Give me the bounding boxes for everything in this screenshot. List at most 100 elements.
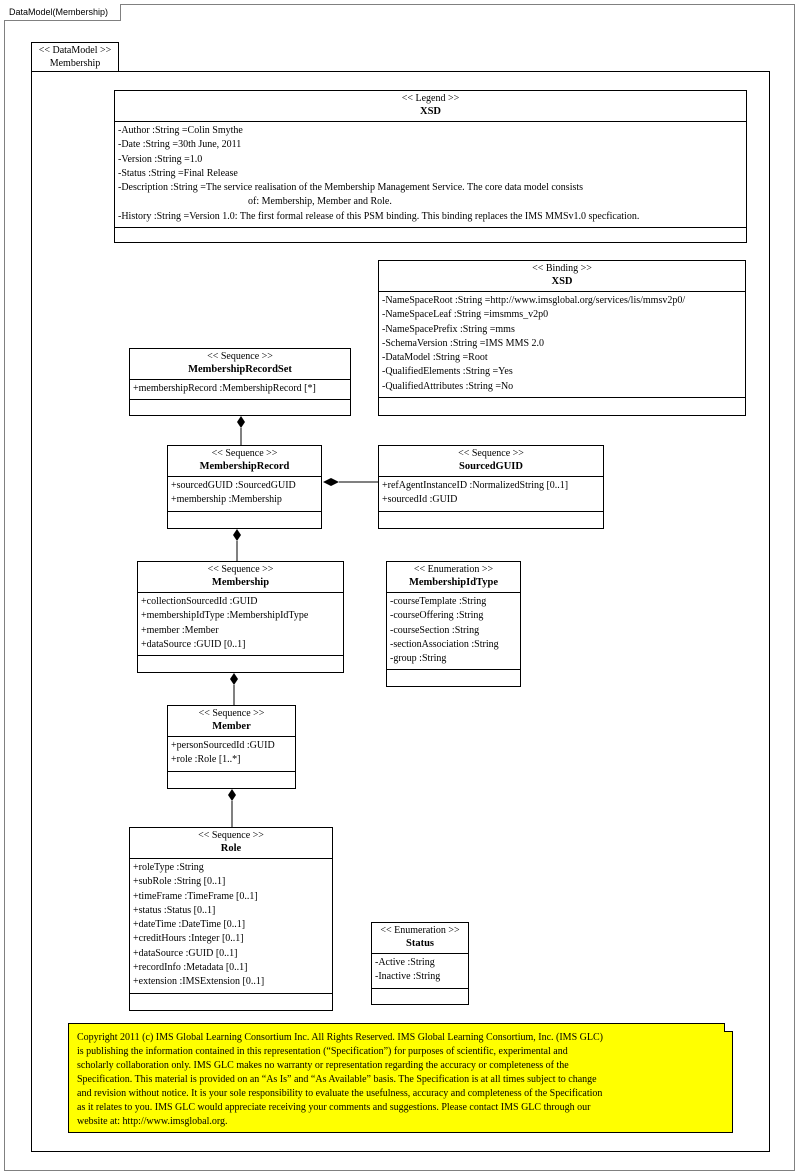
class-header: << Sequence >> Member: [168, 706, 295, 737]
diagram-frame: [4, 4, 795, 1171]
composition-diamond-record-guid: [323, 478, 339, 486]
class-header: << Sequence >> MembershipRecordSet: [130, 349, 350, 380]
note-line: and revision without notice. It is your …: [77, 1088, 603, 1099]
attribute: of: Membership, Member and Role.: [248, 196, 392, 208]
attribute: -Active :String: [375, 957, 435, 968]
class-attributes: +sourcedGUID :SourcedGUID +membership :M…: [168, 477, 321, 512]
class-name: MembershipRecordSet: [188, 364, 292, 375]
attribute: +role :Role [1..*]: [171, 754, 241, 766]
class-header: << Sequence >> Role: [130, 828, 332, 859]
composition-diamond-member: [228, 789, 236, 801]
attribute: -SchemaVersion :String =IMS MMS 2.0: [382, 337, 545, 349]
class-attributes: +membershipRecord :MembershipRecord [*]: [130, 380, 350, 401]
attribute: -Version :String =1.0: [118, 153, 203, 165]
attribute: -courseSection :String: [390, 624, 480, 636]
class-name: Member: [212, 721, 251, 732]
attribute: +sourcedGUID :SourcedGUID: [171, 480, 296, 491]
note-line: Copyright 2011 (c) IMS Global Learning C…: [77, 1032, 603, 1043]
class-attributes: -Active :String -Inactive :String: [372, 954, 468, 989]
composition-diamond-membership: [230, 673, 238, 685]
class-stereotype: << Sequence >>: [207, 351, 273, 362]
package-stereotype: << DataModel >>: [38, 45, 112, 56]
attribute: +subRole :String [0..1]: [133, 876, 226, 888]
class-operations: [168, 772, 295, 786]
attribute: +membershipIdType :MembershipIdType: [141, 610, 309, 622]
class-operations: [372, 989, 468, 1003]
class-stereotype: << Sequence >>: [198, 708, 265, 719]
attribute: -NameSpaceRoot :String =http://www.imsgl…: [382, 295, 686, 306]
note-line: Specification. This material is provided…: [77, 1074, 597, 1085]
attribute: -QualifiedElements :String =Yes: [382, 366, 513, 378]
package-tab[interactable]: << DataModel >> Membership: [31, 42, 119, 72]
attribute: -Inactive :String: [375, 971, 441, 983]
package-name: Membership: [49, 58, 101, 69]
attribute: -courseOffering :String: [390, 610, 484, 622]
class-header: << Legend >> XSD: [115, 91, 746, 122]
class-attributes: -Author :String =Colin Smythe -Date :Str…: [115, 122, 746, 229]
package-body: [31, 71, 770, 1152]
attribute: -courseTemplate :String: [390, 596, 487, 607]
class-name: Status: [405, 938, 434, 949]
class-membership-id-type[interactable]: << Enumeration >> MembershipIdType -cour…: [386, 561, 521, 687]
class-name: Membership: [211, 577, 270, 588]
class-attributes: +refAgentInstanceID :NormalizedString [0…: [379, 477, 603, 512]
class-name: SourcedGUID: [459, 461, 523, 472]
class-name: XSD: [551, 276, 573, 287]
note-line: is publishing the information contained …: [77, 1046, 568, 1057]
attribute: +sourcedId :GUID: [382, 494, 458, 506]
diagram-frame-title: DataModel(Membership): [4, 4, 122, 21]
class-stereotype: << Enumeration >>: [413, 564, 494, 575]
attribute: +dateTime :DateTime [0..1]: [133, 919, 246, 931]
class-attributes: +personSourcedId :GUID +role :Role [1..*…: [168, 737, 295, 772]
attribute: +roleType :String: [133, 862, 204, 873]
class-header: << Sequence >> SourcedGUID: [379, 446, 603, 477]
class-membership-record[interactable]: << Sequence >> MembershipRecord +sourced…: [167, 445, 322, 529]
class-header: << Sequence >> Membership: [138, 562, 343, 593]
attribute: +recordInfo :Metadata [0..1]: [133, 962, 248, 974]
attribute: +membershipRecord :MembershipRecord [*]: [133, 383, 316, 394]
class-operations: [379, 512, 603, 526]
class-binding-xsd[interactable]: << Binding >> XSD -NameSpaceRoot :String…: [378, 260, 746, 416]
attribute: +membership :Membership: [171, 494, 282, 506]
class-stereotype: << Legend >>: [401, 93, 460, 104]
attribute: +dataSource :GUID [0..1]: [133, 947, 238, 959]
class-stereotype: << Binding >>: [532, 263, 592, 274]
class-stereotype: << Enumeration >>: [380, 925, 460, 936]
attribute: -History :String =Version 1.0: The first…: [118, 210, 640, 222]
attribute: -sectionAssociation :String: [390, 638, 499, 650]
class-membership[interactable]: << Sequence >> Membership +collectionSou…: [137, 561, 344, 673]
attribute: -DataModel :String =Root: [382, 352, 488, 364]
attribute: +creditHours :Integer [0..1]: [133, 933, 244, 945]
class-status[interactable]: << Enumeration >> Status -Active :String…: [371, 922, 469, 1005]
class-operations: [115, 228, 746, 242]
class-legend-xsd[interactable]: << Legend >> XSD -Author :String =Colin …: [114, 90, 747, 243]
note-line: as it relates to you. IMS GLC would appr…: [77, 1102, 591, 1113]
class-operations: [379, 398, 745, 412]
class-role[interactable]: << Sequence >> Role +roleType :String +s…: [129, 827, 333, 1011]
composition-diamond-record: [233, 529, 241, 541]
attribute: +status :Status [0..1]: [133, 904, 216, 916]
class-header: << Enumeration >> MembershipIdType: [387, 562, 520, 593]
class-member[interactable]: << Sequence >> Member +personSourcedId :…: [167, 705, 296, 789]
copyright-note[interactable]: Copyright 2011 (c) IMS Global Learning C…: [68, 1023, 733, 1133]
attribute: -group :String: [390, 653, 447, 665]
attribute: -Status :String =Final Release: [118, 167, 238, 179]
class-operations: [387, 670, 520, 684]
class-operations: [130, 400, 350, 414]
class-operations: [168, 512, 321, 526]
attribute: -Author :String =Colin Smythe: [118, 125, 243, 136]
composition-diamond-recordset: [237, 416, 245, 428]
class-sourced-guid[interactable]: << Sequence >> SourcedGUID +refAgentInst…: [378, 445, 604, 529]
attribute: -QualifiedAttributes :String =No: [382, 380, 514, 392]
class-name: MembershipRecord: [199, 461, 290, 472]
attribute: -NameSpaceLeaf :String =imsmms_v2p0: [382, 309, 549, 321]
class-header: << Binding >> XSD: [379, 261, 745, 292]
attribute: -Date :String =30th June, 2011: [118, 139, 242, 151]
class-stereotype: << Sequence >>: [458, 448, 524, 459]
attribute: +member :Member: [141, 624, 219, 636]
class-name: Role: [220, 843, 242, 854]
class-membership-record-set[interactable]: << Sequence >> MembershipRecordSet +memb…: [129, 348, 351, 416]
class-header: << Enumeration >> Status: [372, 923, 468, 954]
note-line: scholarly collaboration only. IMS GLC ma…: [77, 1060, 569, 1071]
